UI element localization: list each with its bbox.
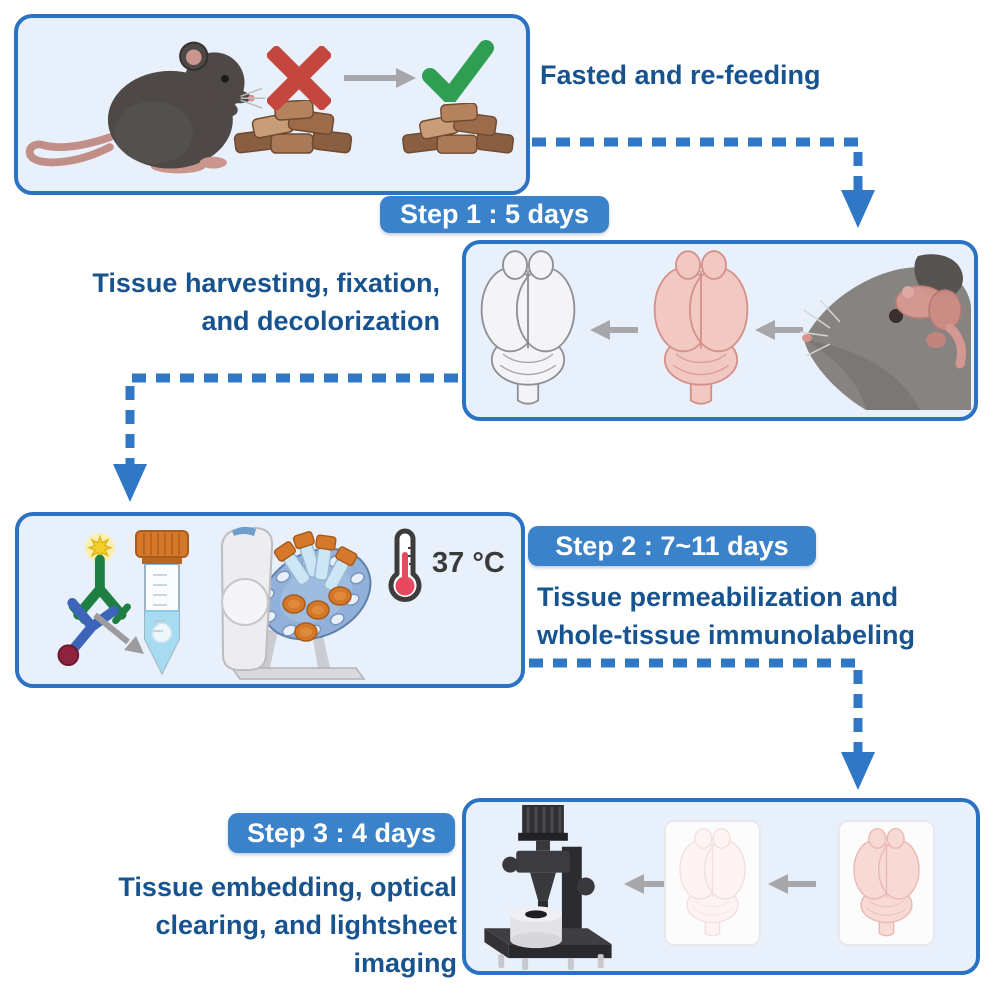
arrow-down-right-icon — [93, 612, 144, 654]
flow-arrow-1 — [532, 137, 875, 228]
cleared-brain-card — [664, 820, 761, 946]
cleared-brain-icon — [679, 828, 746, 936]
antibody-pair-icon — [57, 532, 131, 667]
temperature-label: 37 °C — [432, 547, 505, 579]
caption-line: whole-tissue immunolabeling — [537, 620, 916, 650]
caption-step1: Fasted and re-feeding — [540, 60, 821, 90]
caption-step2-prep: Tissue harvesting, fixation, and decolor… — [75, 264, 440, 340]
decolorized-brain-icon — [481, 251, 575, 404]
thermometer-icon — [388, 528, 422, 602]
caption-step3: Tissue embedding, optical clearing, and … — [80, 868, 457, 982]
fixed-brain-icon — [654, 251, 748, 404]
tube-rotator-icon — [220, 526, 372, 680]
caption-line: clearing, and lightsheet imaging — [155, 910, 457, 978]
embedded-brain-card — [838, 820, 935, 946]
lightsheet-microscope-icon — [484, 804, 612, 970]
caption-line: Tissue harvesting, fixation, — [92, 268, 440, 298]
process-arrow-left-icon — [755, 320, 803, 340]
mouse-icon — [25, 41, 266, 174]
flow-arrow-2 — [113, 373, 458, 502]
step2-badge: Step 2 : 7~11 days — [528, 526, 816, 566]
step1-badge: Step 1 : 5 days — [380, 196, 609, 233]
caption-line: Tissue embedding, optical — [118, 872, 457, 902]
cross-icon — [267, 46, 331, 110]
caption-line: and decolorization — [201, 306, 440, 336]
food-pile-refeeding-icon — [402, 103, 515, 154]
process-arrow-left-icon — [590, 320, 638, 340]
caption-step2-labeling: Tissue permeabilization and whole-tissue… — [537, 578, 917, 654]
fluorophore-star-icon — [86, 534, 113, 561]
check-icon — [422, 40, 494, 102]
caption-line: Tissue permeabilization and — [537, 582, 899, 612]
step3-badge: Step 3 : 4 days — [228, 813, 455, 853]
conical-tube-icon — [135, 530, 189, 676]
process-arrow-left-icon — [768, 874, 816, 894]
food-pile-fasting-icon — [233, 100, 353, 154]
flow-arrow-3 — [529, 658, 875, 790]
embedded-brain-icon — [853, 828, 920, 936]
arrow-right-icon — [344, 68, 416, 88]
mouse-head-icon — [800, 254, 971, 410]
